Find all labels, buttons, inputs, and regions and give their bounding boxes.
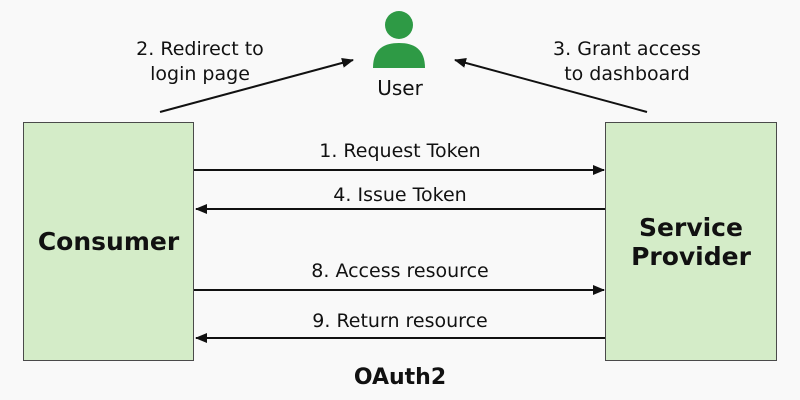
service-provider-box: Service Provider <box>605 122 777 361</box>
diagram-caption: OAuth2 <box>353 365 447 390</box>
arrow-redirect-login <box>159 58 354 113</box>
label-redirect-login: 2. Redirect to login page <box>136 38 264 85</box>
user-icon <box>373 11 425 68</box>
consumer-box: Consumer <box>23 122 194 361</box>
label-issue-token: 4. Issue Token <box>333 184 467 206</box>
label-grant-access: 3. Grant access to dashboard <box>553 38 701 85</box>
label-request-token: 1. Request Token <box>319 140 481 162</box>
label-return-resource: 9. Return resource <box>312 310 488 332</box>
label-access-resource: 8. Access resource <box>311 260 489 282</box>
user-label: User <box>377 76 423 100</box>
arrow-grant-access <box>454 58 648 113</box>
